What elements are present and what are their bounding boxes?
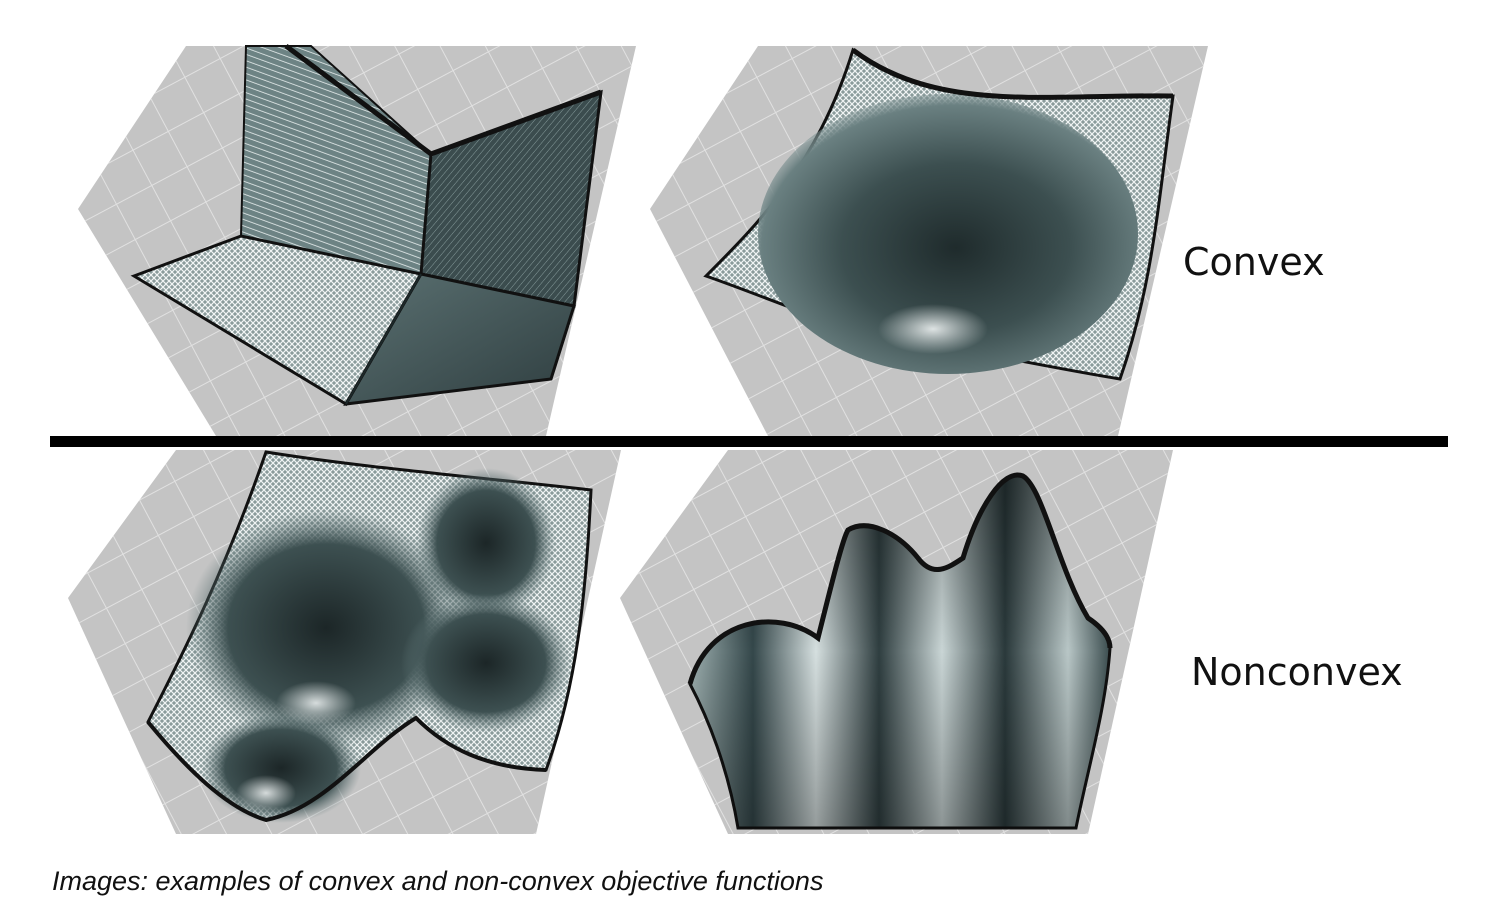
nonconvex-label: Nonconvex bbox=[1191, 650, 1403, 694]
bowl-surface-plot bbox=[650, 46, 1208, 436]
well-lower-right bbox=[401, 593, 571, 733]
ridges-surface-plot bbox=[620, 450, 1173, 834]
corner-surface-plot bbox=[78, 44, 636, 436]
convex-label: Convex bbox=[1183, 240, 1325, 284]
nonconvex-surface-ridges-figure bbox=[618, 448, 1178, 834]
convex-surface-bowl-figure bbox=[648, 44, 1218, 436]
wells-surface-plot bbox=[68, 450, 621, 834]
figure-caption: Images: examples of convex and non-conve… bbox=[52, 866, 824, 896]
section-divider bbox=[50, 436, 1448, 447]
bowl-minimum-highlight bbox=[878, 304, 988, 354]
convex-surface-corner-figure bbox=[76, 44, 646, 436]
well-upper-right bbox=[416, 468, 556, 618]
nonconvex-surface-wells-figure bbox=[66, 448, 626, 834]
well-main bbox=[186, 508, 466, 748]
